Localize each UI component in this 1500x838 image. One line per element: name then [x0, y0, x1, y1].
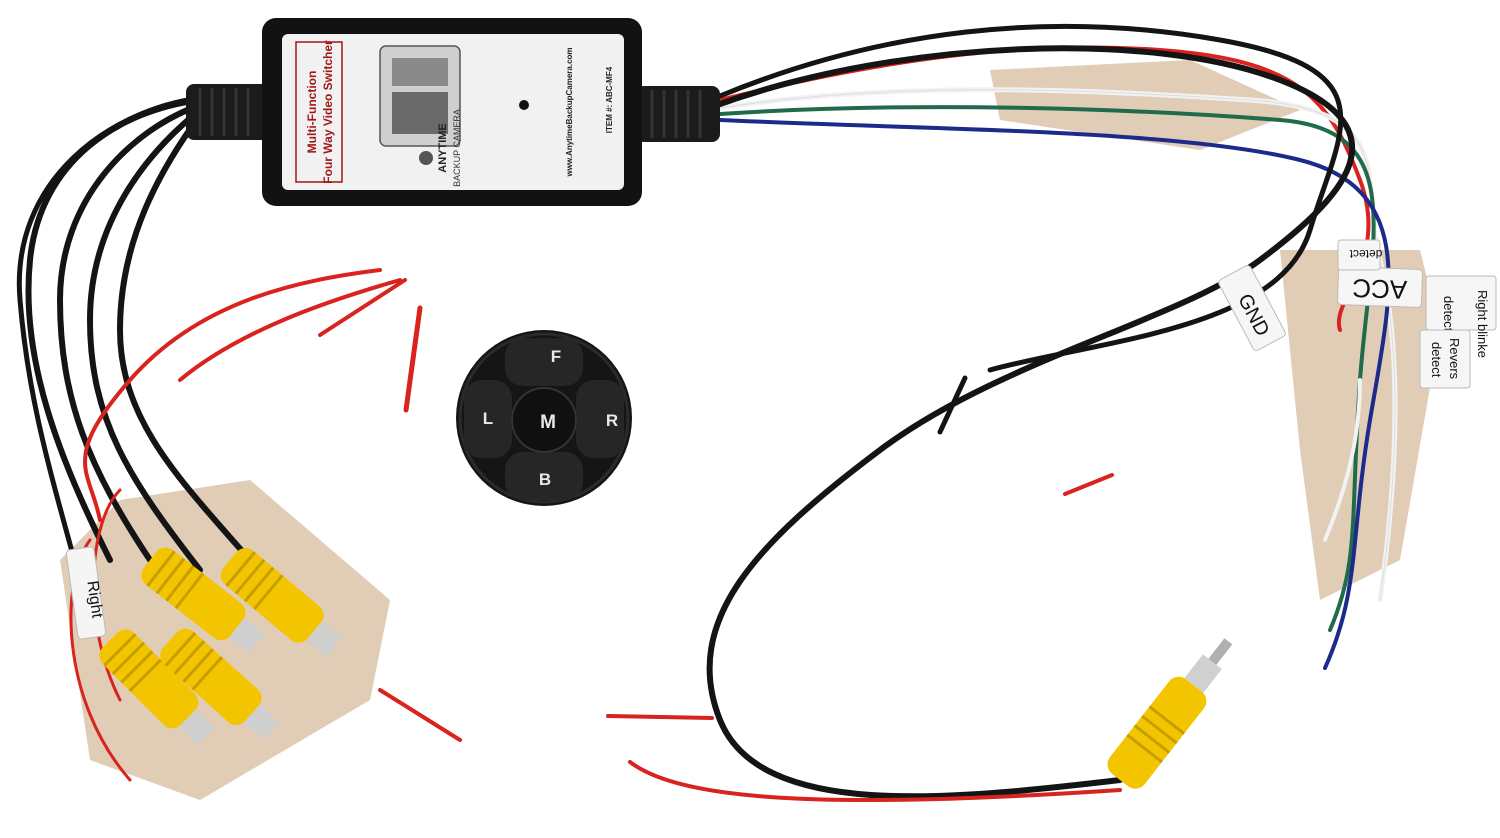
indicator-led — [519, 100, 529, 110]
item-number-text: ITEM #: ABC-MF4 — [605, 66, 614, 133]
camera-lens-icon — [419, 151, 433, 165]
cable-boots — [186, 84, 720, 142]
control-pad: F B L R M — [456, 330, 632, 506]
left-button[interactable] — [464, 380, 512, 458]
right-camera-tag: Right — [65, 546, 107, 640]
right-blinker-tag: Right blinke detect — [1425, 275, 1497, 358]
black-cables — [16, 23, 1356, 800]
reverse-detect-tag-line2: detect — [1429, 342, 1444, 378]
front-button-label: F — [551, 347, 561, 366]
right-button[interactable] — [576, 380, 624, 458]
acc-tag-text: ACC — [1352, 273, 1408, 305]
cardboard-backing — [60, 60, 1440, 800]
back-button-label: B — [539, 470, 551, 489]
website-text: www.AnytimeBackupCamera.com — [565, 47, 574, 177]
right-blinker-tag-line2: detect — [1441, 296, 1456, 332]
rca-connector-1 — [141, 547, 265, 654]
reverse-detect-tag-line1: Revers — [1447, 338, 1462, 380]
middle-button[interactable] — [511, 387, 577, 453]
rca-connector-4 — [160, 628, 280, 740]
left-button-label: L — [483, 409, 493, 428]
title-frame — [295, 41, 343, 183]
detect-tag-top: detect — [1337, 239, 1382, 271]
box-title-line2: Four Way Video Switcher — [321, 40, 335, 184]
right-blinker-tag-line1: Right blinke — [1475, 290, 1490, 358]
brand-line1: ANYTIME — [437, 123, 449, 173]
right-button-label: R — [606, 411, 618, 430]
vehicle-camera-graphic — [379, 45, 461, 165]
rca-connector-bundle: Right — [65, 546, 342, 745]
middle-button-label: M — [540, 412, 556, 433]
detect-tag-top-text: detect — [1349, 247, 1382, 261]
rca-output-connector — [1107, 638, 1233, 789]
gnd-tag: GND — [1218, 265, 1286, 351]
back-button[interactable] — [505, 452, 583, 500]
rca-connector-2 — [220, 548, 342, 657]
reverse-detect-tag: Revers detect — [1419, 329, 1471, 389]
acc-tag: ACC — [1336, 266, 1424, 308]
front-button[interactable] — [505, 338, 583, 386]
brand-line2: BACKUP CAMERA — [452, 109, 462, 187]
rca-connector-3 — [99, 629, 215, 745]
red-loose-wires — [69, 268, 1122, 803]
box-title-line1: Multi-Function — [305, 71, 319, 154]
right-camera-tag-text: Right — [83, 580, 105, 620]
video-switcher-box: Multi-Function Four Way Video Switcher A… — [262, 18, 642, 206]
